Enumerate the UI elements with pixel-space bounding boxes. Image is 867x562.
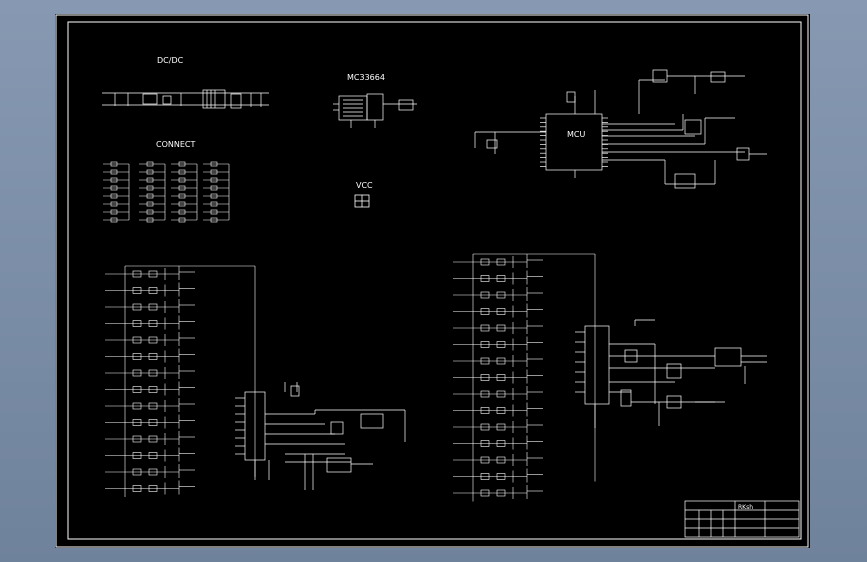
dcdc-circuit	[102, 89, 269, 109]
connect-label: CONNECT	[156, 140, 195, 149]
dcdc-label: DC/DC	[157, 56, 184, 65]
schematic-canvas: DC/DC MC33664 CONNECT VCC MCU	[55, 14, 809, 548]
vcc-label: VCC	[356, 181, 373, 190]
vcc-symbol	[354, 194, 370, 208]
mcu-label: MCU	[567, 130, 585, 139]
mc33664-circuit	[333, 93, 417, 128]
mc33664-label: MC33664	[347, 73, 385, 82]
inner-frame	[67, 21, 802, 540]
connect-connector-grid	[103, 161, 230, 223]
mcu-circuit	[474, 69, 767, 189]
title-block-name: RKsh	[738, 504, 753, 511]
outer-border	[55, 14, 809, 548]
drawing-sheet: DC/DC MC33664 CONNECT VCC MCU	[55, 14, 810, 548]
left-ic-circuit	[235, 382, 406, 490]
title-block	[684, 500, 800, 538]
right-ic-circuit	[575, 319, 767, 428]
cell-array-right	[453, 253, 596, 502]
cell-array-left	[105, 265, 256, 497]
